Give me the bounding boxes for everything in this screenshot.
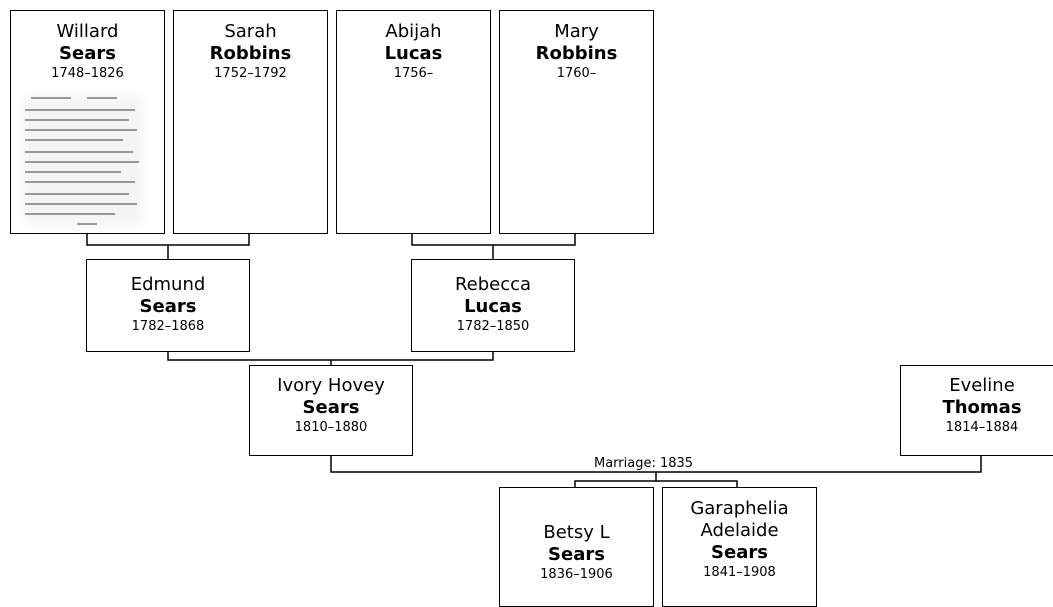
middle-name: Adelaide — [700, 520, 779, 541]
surname: Robbins — [535, 43, 618, 64]
given-name: Willard — [56, 21, 119, 42]
marriage-label: Marriage: 1835 — [592, 456, 696, 471]
life-dates: 1760– — [556, 66, 597, 81]
given-name: Edmund — [130, 274, 206, 295]
life-dates: 1752–1792 — [214, 66, 287, 81]
life-dates: 1782–1868 — [131, 319, 205, 334]
person-card-garaphelia-adelaide-sears[interactable]: Garaphelia Adelaide Sears 1841–1908 — [662, 487, 817, 607]
surname: Sears — [59, 43, 116, 64]
surname: Sears — [711, 542, 768, 563]
surname: Robbins — [209, 43, 292, 64]
person-card-betsy-l-sears[interactable]: Betsy L Sears 1836–1906 — [499, 487, 654, 607]
life-dates: 1748–1826 — [51, 66, 124, 81]
given-name: Ivory Hovey — [277, 375, 385, 396]
life-dates: 1810–1880 — [294, 420, 368, 435]
given-name: Abijah — [385, 21, 442, 42]
person-card-abijah-lucas[interactable]: Abijah Lucas 1756– — [336, 10, 491, 234]
person-card-sarah-robbins[interactable]: Sarah Robbins 1752–1792 — [173, 10, 328, 234]
life-dates: 1814–1884 — [945, 420, 1019, 435]
given-name: Sarah — [224, 21, 277, 42]
surname: Thomas — [942, 397, 1022, 418]
surname: Sears — [302, 397, 360, 418]
life-dates: 1782–1850 — [456, 319, 530, 334]
given-name: Eveline — [949, 375, 1015, 396]
surname: Lucas — [384, 43, 443, 64]
given-name: Garaphelia — [690, 498, 789, 519]
person-card-ivory-hovey-sears[interactable]: Ivory Hovey Sears 1810–1880 — [249, 365, 413, 456]
surname: Sears — [548, 544, 605, 565]
life-dates: 1836–1906 — [540, 567, 613, 582]
given-name: Rebecca — [454, 274, 532, 295]
document-photo[interactable] — [17, 89, 149, 231]
given-name: Mary — [554, 21, 599, 42]
life-dates: 1756– — [393, 66, 434, 81]
surname: Sears — [139, 296, 197, 317]
person-card-rebecca-lucas[interactable]: Rebecca Lucas 1782–1850 — [411, 259, 575, 352]
surname: Lucas — [464, 296, 522, 317]
person-card-mary-robbins[interactable]: Mary Robbins 1760– — [499, 10, 654, 234]
person-card-edmund-sears[interactable]: Edmund Sears 1782–1868 — [86, 259, 250, 352]
given-name: Betsy L — [543, 522, 610, 543]
person-card-eveline-thomas[interactable]: Eveline Thomas 1814–1884 — [900, 365, 1053, 456]
person-card-willard-sears[interactable]: Willard Sears 1748–1826 — [10, 10, 165, 234]
life-dates: 1841–1908 — [703, 565, 776, 580]
